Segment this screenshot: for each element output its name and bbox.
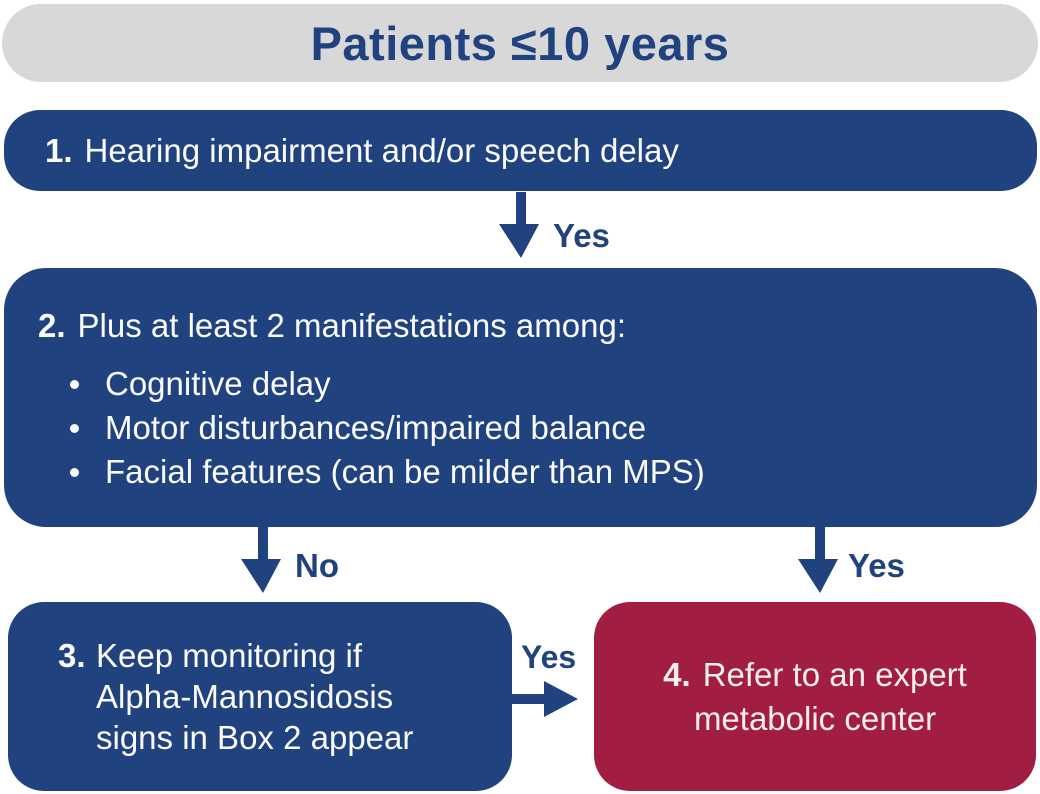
- box2-heading-text: Plus at least 2 manifestations among:: [77, 307, 626, 344]
- box3-text: Keep monitoring if: [96, 637, 362, 674]
- flow-box-2-manifestations: 2. Plus at least 2 manifestations among:…: [4, 268, 1037, 527]
- box3-number: 3.: [58, 637, 86, 674]
- connector-box2-box3: [241, 527, 285, 593]
- flow-box-1-hearing-impairment: 1. Hearing impairment and/or speech dela…: [4, 110, 1037, 191]
- box3-line: Alpha-Mannosidosis: [96, 678, 394, 715]
- connector-label-no: No: [295, 547, 339, 584]
- connector-box2-box4: [798, 527, 842, 593]
- bullet-text: Facial features (can be milder than MPS): [105, 453, 705, 490]
- list-item: Motor disturbances/impaired balance: [38, 406, 1007, 450]
- arrow-down-icon: [798, 527, 838, 593]
- list-item: Cognitive delay: [38, 362, 1007, 406]
- flow-box-3-keep-monitoring: 3.Keep monitoring if Alpha-Mannosidosis …: [8, 602, 512, 791]
- box1-text: Hearing impairment and/or speech delay: [84, 131, 679, 169]
- box4-line: metabolic center: [693, 699, 937, 737]
- bullet-text: Motor disturbances/impaired balance: [105, 409, 647, 446]
- bullet-icon: [70, 467, 79, 477]
- box1-number: 1.: [45, 131, 73, 169]
- box3-line: signs in Box 2 appear: [96, 719, 414, 756]
- connector-box1-box2: [499, 192, 543, 258]
- connector-label-yes-2: Yes: [848, 547, 905, 584]
- connector-label-yes-3: Yes: [521, 639, 577, 675]
- connector-box3-box4: [512, 677, 578, 721]
- bullet-text: Cognitive delay: [105, 365, 331, 402]
- bullet-icon: [70, 379, 79, 389]
- box3-line: 3. Keep monitoring if: [58, 635, 512, 676]
- header-banner: Patients ≤10 years: [2, 4, 1038, 82]
- arrow-down-icon: [499, 192, 539, 258]
- arrow-down-icon: [241, 527, 281, 593]
- page-title: Patients ≤10 years: [310, 16, 730, 70]
- box2-bullet-list: Cognitive delay Motor disturbances/impai…: [38, 362, 1007, 494]
- arrow-right-icon: [512, 681, 578, 717]
- flow-box-4-refer-expert: 4. Refer to an expert metabolic center: [594, 602, 1036, 791]
- box2-number: 2.: [38, 307, 66, 344]
- box4-number: 4.: [663, 655, 691, 693]
- list-item: Facial features (can be milder than MPS): [38, 450, 1007, 494]
- box4-text: Refer to an expert: [702, 655, 967, 693]
- box2-heading: 2. Plus at least 2 manifestations among:: [38, 306, 1007, 346]
- box4-line: 4. Refer to an expert: [663, 653, 967, 697]
- connector-label-yes-1: Yes: [553, 217, 610, 254]
- bullet-icon: [70, 423, 79, 433]
